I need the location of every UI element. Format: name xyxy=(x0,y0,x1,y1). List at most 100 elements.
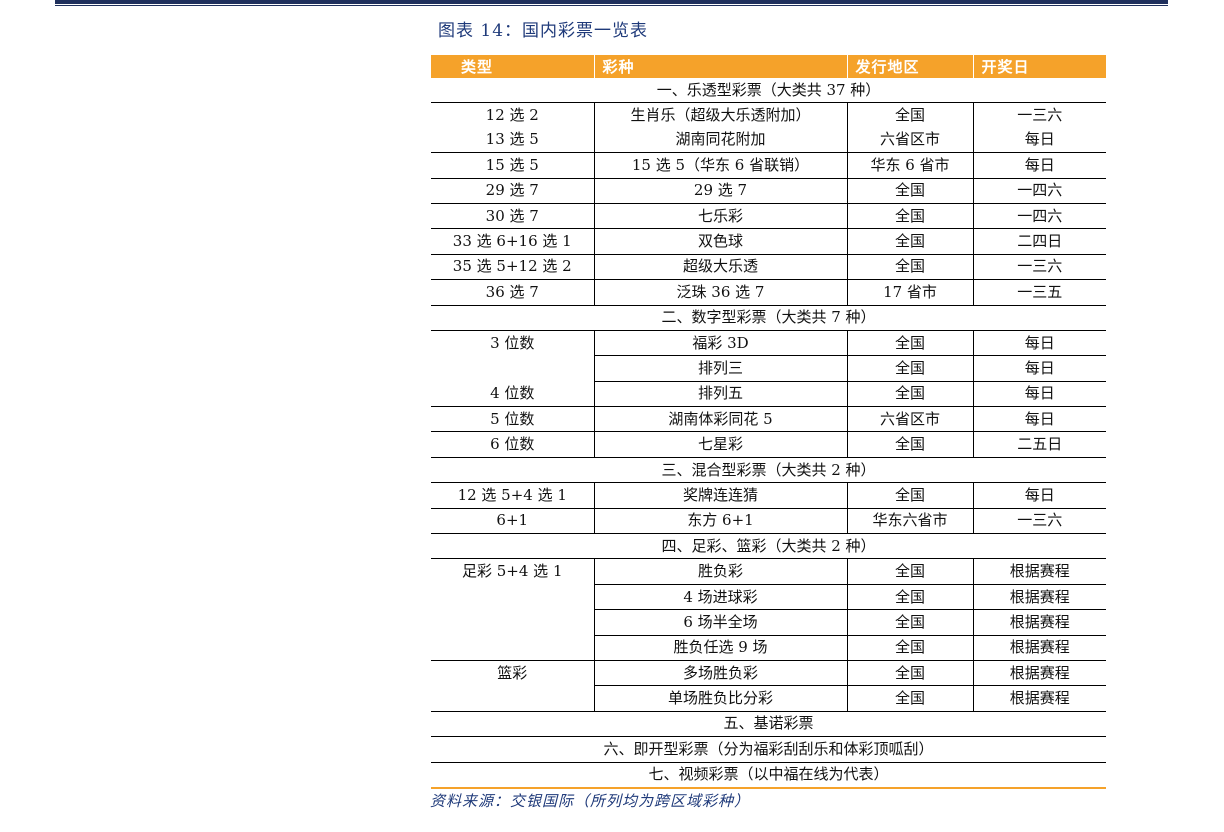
cell-game: 6 场半全场 xyxy=(594,609,848,636)
section-row: 六、即开型彩票（分为福彩刮刮乐和体彩顶呱刮） xyxy=(431,736,1106,763)
table-row: 排列三全国每日 xyxy=(431,355,1106,382)
header-draw-day: 开奖日 xyxy=(973,55,1106,78)
cell-type: 36 选 7 xyxy=(431,279,595,306)
table-row: 4 位数排列五全国每日 xyxy=(431,381,1106,408)
cell-draw-day: 根据赛程 xyxy=(973,635,1106,661)
cell-draw-day: 根据赛程 xyxy=(973,660,1106,687)
section-title: 二、数字型彩票（大类共 7 种） xyxy=(431,305,1106,331)
cell-region: 华东六省市 xyxy=(847,508,974,535)
cell-game: 东方 6+1 xyxy=(594,508,848,535)
top-rule-thin xyxy=(55,5,1168,6)
cell-game: 湖南同花附加 xyxy=(594,127,848,154)
cell-region: 全国 xyxy=(847,584,974,611)
table-row: 6 场半全场全国根据赛程 xyxy=(431,609,1106,636)
section-row: 一、乐透型彩票（大类共 37 种） xyxy=(431,78,1106,104)
cell-type: 12 选 2 xyxy=(431,102,595,128)
cell-draw-day: 一三六 xyxy=(973,508,1106,535)
table-row: 胜负任选 9 场全国根据赛程 xyxy=(431,635,1106,661)
cell-region: 六省区市 xyxy=(847,127,974,154)
section-title: 一、乐透型彩票（大类共 37 种） xyxy=(431,78,1106,104)
cell-region: 全国 xyxy=(847,558,974,585)
cell-game: 排列五 xyxy=(594,381,848,408)
cell-game: 双色球 xyxy=(594,228,848,255)
cell-draw-day: 一四六 xyxy=(973,203,1106,230)
header-game: 彩种 xyxy=(594,55,848,78)
section-title: 三、混合型彩票（大类共 2 种） xyxy=(431,457,1106,484)
cell-type xyxy=(431,685,595,712)
cell-game: 多场胜负彩 xyxy=(594,660,848,687)
cell-type: 6+1 xyxy=(431,508,595,535)
cell-draw-day: 每日 xyxy=(973,355,1106,382)
cell-region: 全国 xyxy=(847,431,974,458)
cell-game: 排列三 xyxy=(594,355,848,382)
cell-game: 奖牌连连猜 xyxy=(594,482,848,509)
section-row: 七、视频彩票（以中福在线为代表） xyxy=(431,762,1106,789)
cell-draw-day: 一三六 xyxy=(973,254,1106,281)
cell-draw-day: 一四六 xyxy=(973,178,1106,204)
cell-type: 6 位数 xyxy=(431,431,595,458)
cell-draw-day: 二五日 xyxy=(973,431,1106,458)
cell-type xyxy=(431,355,595,382)
cell-region: 华东 6 省市 xyxy=(847,152,974,179)
cell-region: 全国 xyxy=(847,228,974,255)
cell-region: 全国 xyxy=(847,102,974,128)
cell-draw-day: 根据赛程 xyxy=(973,609,1106,636)
table-row: 6 位数七星彩全国二五日 xyxy=(431,431,1106,458)
cell-game: 胜负彩 xyxy=(594,558,848,585)
cell-game: 胜负任选 9 场 xyxy=(594,635,848,661)
cell-type: 足彩 5+4 选 1 xyxy=(431,558,595,585)
cell-type: 33 选 6+16 选 1 xyxy=(431,228,595,255)
table-header-row: 类型 彩种 发行地区 开奖日 xyxy=(431,55,1106,78)
cell-type: 4 位数 xyxy=(431,381,595,408)
cell-type: 12 选 5+4 选 1 xyxy=(431,482,595,509)
cell-draw-day: 一三六 xyxy=(1017,106,1063,125)
section-row: 四、足彩、篮彩（大类共 2 种） xyxy=(431,533,1106,560)
cell-draw-day: 每日 xyxy=(973,152,1106,179)
cell-region: 全国 xyxy=(847,482,974,509)
cell-region: 全国 xyxy=(847,355,974,382)
cell-region: 全国 xyxy=(847,254,974,281)
section-row: 五、基诺彩票 xyxy=(431,711,1106,738)
cell-type: 3 位数 xyxy=(431,330,595,356)
header-region: 发行地区 xyxy=(847,55,974,78)
cell-draw-day: 每日 xyxy=(973,482,1106,509)
cell-game: 15 选 5（华东 6 省联销） xyxy=(594,152,848,179)
cell-type: 篮彩 xyxy=(431,660,595,686)
cell-draw-day: 每日 xyxy=(973,406,1106,433)
cell-region: 17 省市 xyxy=(847,279,974,306)
cell-draw-day: 根据赛程 xyxy=(973,558,1106,585)
cell-region: 全国 xyxy=(847,660,974,687)
cell-region: 全国 xyxy=(847,609,974,636)
cell-game: 超级大乐透 xyxy=(594,254,848,281)
section-title: 七、视频彩票（以中福在线为代表） xyxy=(431,762,1106,789)
figure-caption: 图表 14：国内彩票一览表 xyxy=(438,21,649,41)
cell-draw-day: 根据赛程 xyxy=(973,584,1106,611)
cell-region: 全国 xyxy=(847,381,974,408)
cell-game: 福彩 3D xyxy=(594,330,848,357)
table-row: 单场胜负比分彩全国根据赛程 xyxy=(431,685,1106,712)
section-title: 五、基诺彩票 xyxy=(431,711,1106,738)
source-note: 资料来源：交银国际（所列均为跨区域彩种） xyxy=(430,792,751,810)
section-row: 三、混合型彩票（大类共 2 种） xyxy=(431,457,1106,484)
cell-region: 全国 xyxy=(847,330,974,357)
section-row: 二、数字型彩票（大类共 7 种） xyxy=(431,305,1106,331)
table-row: 4 场进球彩全国根据赛程 xyxy=(431,584,1106,611)
cell-game: 单场胜负比分彩 xyxy=(594,685,848,712)
cell-draw-day: 每日 xyxy=(973,381,1106,408)
cell-type: 29 选 7 xyxy=(431,178,595,204)
cell-game: 七乐彩 xyxy=(594,203,848,230)
table-row: 篮彩多场胜负彩全国根据赛程 xyxy=(431,660,1106,687)
cell-type xyxy=(431,635,595,661)
cell-type: 5 位数 xyxy=(431,406,595,433)
